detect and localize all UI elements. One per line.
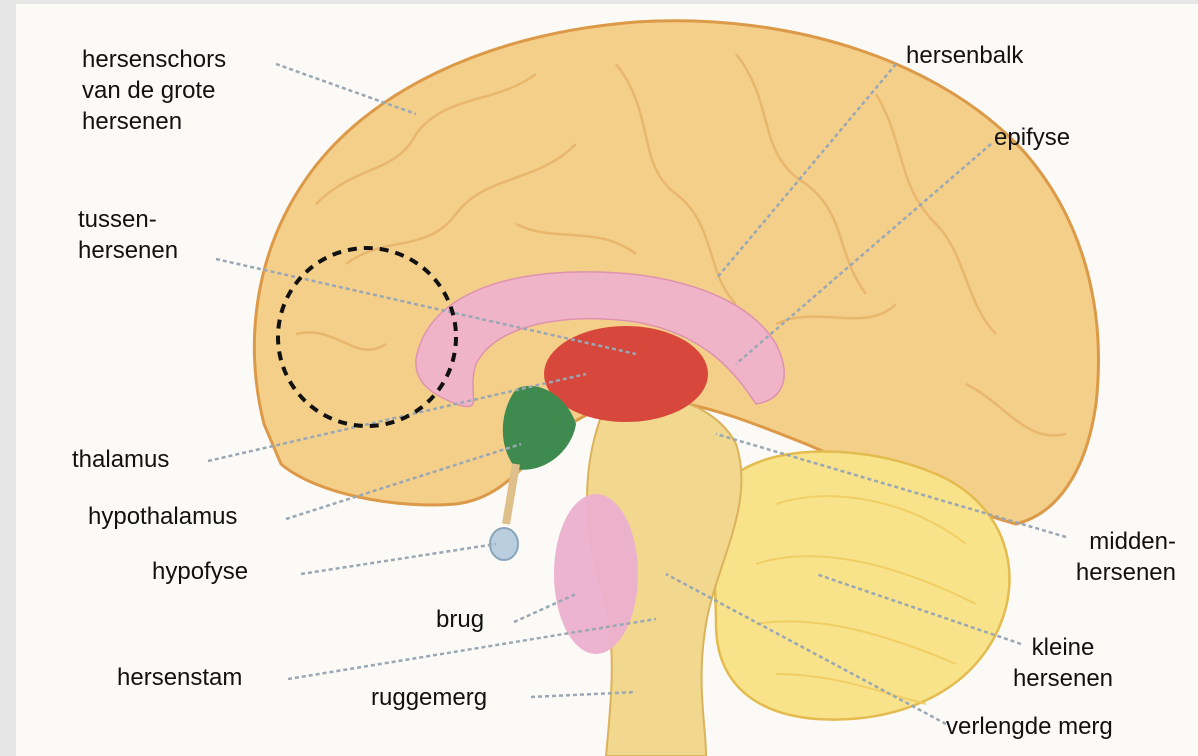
label-pineal-gland: epifyse bbox=[994, 122, 1070, 153]
brain-diagram: hersenschors van de grote hersenen herse… bbox=[16, 4, 1198, 756]
label-cerebral-cortex: hersenschors van de grote hersenen bbox=[82, 44, 226, 137]
cerebellum-shape bbox=[714, 452, 1009, 720]
label-medulla: verlengde merg bbox=[946, 711, 1113, 742]
label-cerebellum: kleine hersenen bbox=[998, 632, 1128, 694]
label-midbrain: midden- hersenen bbox=[1026, 526, 1176, 588]
label-corpus-callosum: hersenbalk bbox=[906, 40, 1023, 71]
label-pons: brug bbox=[436, 604, 484, 635]
label-brainstem: hersenstam bbox=[117, 662, 242, 693]
thalamus-shape bbox=[544, 326, 708, 422]
label-spinal-cord: ruggemerg bbox=[371, 682, 487, 713]
label-hypothalamus: hypothalamus bbox=[88, 501, 237, 532]
label-pituitary: hypofyse bbox=[152, 556, 248, 587]
label-diencephalon: tussen- hersenen bbox=[78, 204, 178, 266]
label-thalamus: thalamus bbox=[72, 444, 169, 475]
pituitary-shape bbox=[490, 528, 518, 560]
